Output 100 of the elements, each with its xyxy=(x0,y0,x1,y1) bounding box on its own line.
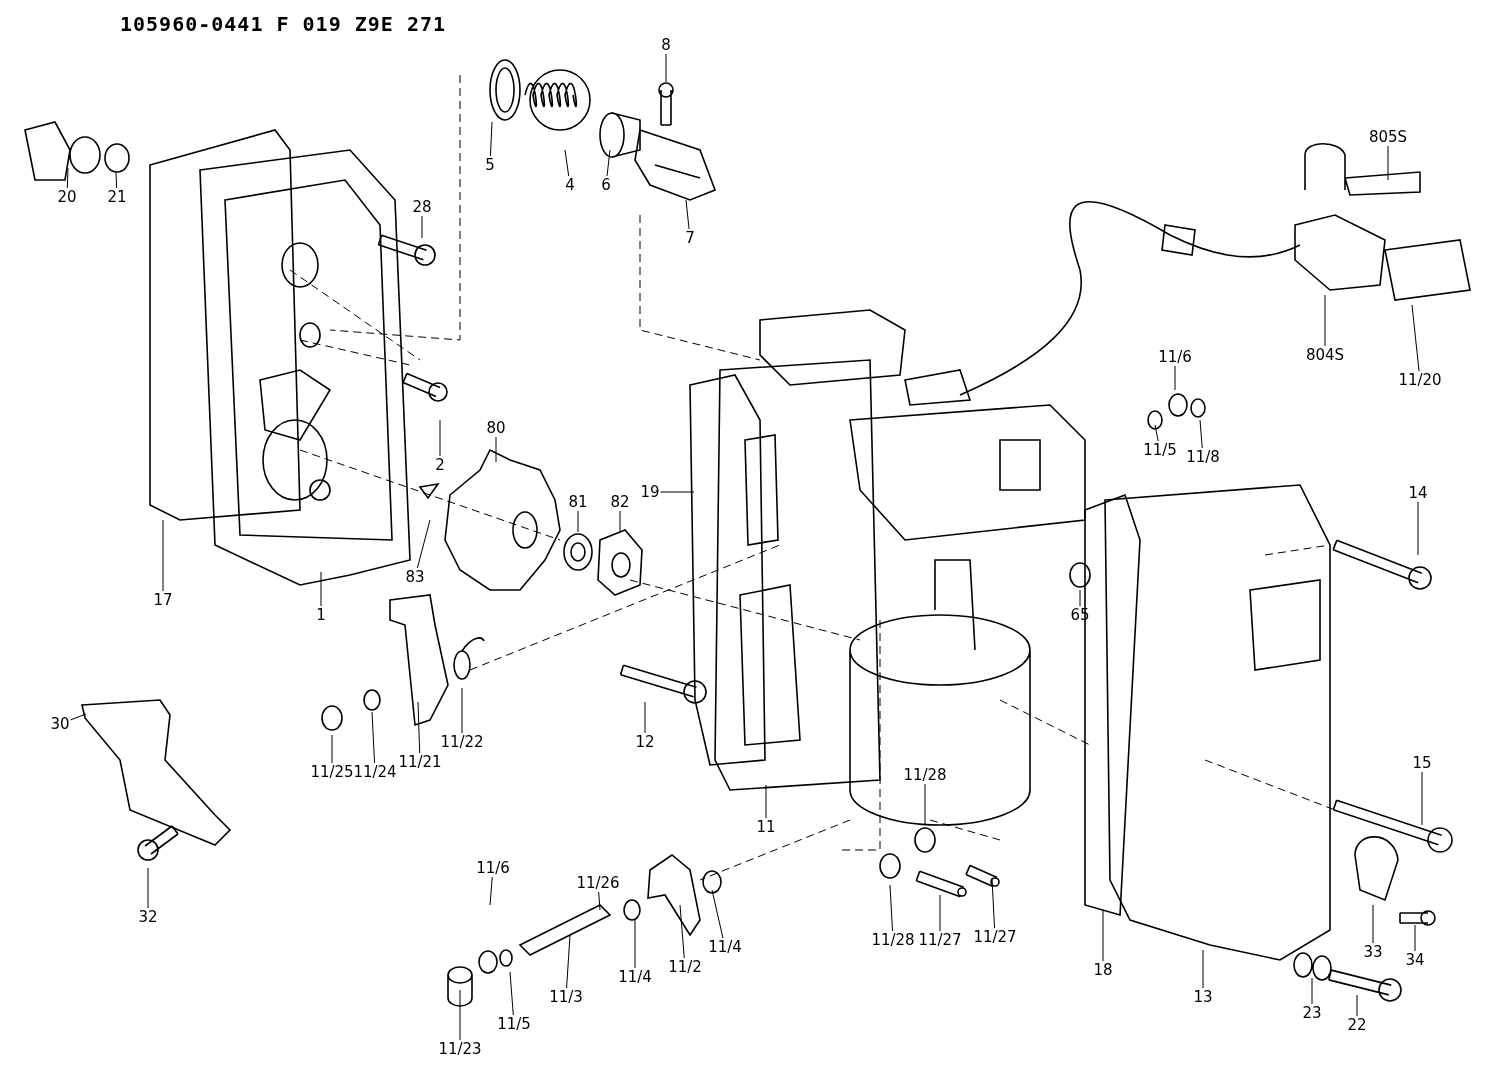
leader-line xyxy=(1372,904,1374,944)
leader-line xyxy=(598,891,601,911)
callout-number: 11/21 xyxy=(397,753,443,771)
callout-number: 34 xyxy=(1404,951,1426,969)
leader-line xyxy=(459,989,461,1041)
leader-line xyxy=(619,510,621,533)
leader-line xyxy=(162,519,164,592)
callout-number: 7 xyxy=(684,229,696,247)
leader-line xyxy=(577,510,579,533)
leader-line xyxy=(564,149,570,177)
callout-number: 15 xyxy=(1411,754,1433,772)
callout-number: 82 xyxy=(609,493,631,511)
callout-number: 11/2 xyxy=(667,958,703,976)
callout-number: 11/4 xyxy=(617,968,653,986)
callout-number: 6 xyxy=(600,176,612,194)
leader-line xyxy=(1202,949,1204,989)
callout-number: 5 xyxy=(484,156,496,174)
callout-number: 12 xyxy=(634,733,656,751)
callout-number: 11/25 xyxy=(309,763,355,781)
callout-number: 11/24 xyxy=(352,763,398,781)
leader-line xyxy=(439,419,441,457)
leader-line xyxy=(566,934,571,989)
callout-number: 11/4 xyxy=(707,938,743,956)
leader-line xyxy=(606,149,611,177)
callout-number: 11/22 xyxy=(439,733,485,751)
leader-line xyxy=(461,687,463,734)
leader-line xyxy=(1414,924,1416,952)
leader-line xyxy=(115,171,118,189)
callout-number: 1 xyxy=(315,606,327,624)
callout-number: 30 xyxy=(49,715,71,733)
callout-number: 4 xyxy=(564,176,576,194)
leader-line xyxy=(1411,304,1420,372)
callout-number: 14 xyxy=(1407,484,1429,502)
callout-number: 805S xyxy=(1367,128,1409,146)
callout-number: 11/23 xyxy=(437,1040,483,1058)
diagram-title: 105960-0441 F 019 Z9E 271 xyxy=(120,12,447,36)
leader-line xyxy=(1079,589,1081,607)
leader-line xyxy=(1417,501,1419,556)
callout-number: 11/27 xyxy=(972,928,1018,946)
leader-line xyxy=(421,215,423,239)
leader-line xyxy=(1387,145,1389,181)
callout-number: 11/28 xyxy=(902,766,948,784)
callout-number: 22 xyxy=(1346,1016,1368,1034)
leader-line xyxy=(417,701,421,754)
callout-number: 11/6 xyxy=(475,859,511,877)
callout-number: 17 xyxy=(152,591,174,609)
leader-line xyxy=(679,904,685,959)
leader-line xyxy=(1199,419,1203,449)
callout-number: 80 xyxy=(485,419,507,437)
leader-line xyxy=(685,199,690,230)
callout-number: 19 xyxy=(639,483,661,501)
leader-line xyxy=(1324,294,1326,347)
leader-line xyxy=(660,491,695,493)
callout-number: 11/8 xyxy=(1185,448,1221,466)
callout-number: 83 xyxy=(404,568,426,586)
callout-number: 18 xyxy=(1092,961,1114,979)
leader-line xyxy=(70,713,87,721)
leader-line xyxy=(66,167,69,189)
leader-line xyxy=(320,571,322,607)
callout-number: 11/3 xyxy=(548,988,584,1006)
callout-number: 11/20 xyxy=(1397,371,1443,389)
callout-number: 28 xyxy=(411,198,433,216)
leader-line xyxy=(765,784,767,819)
leader-line xyxy=(495,436,497,463)
leader-line xyxy=(1174,365,1176,391)
leader-line xyxy=(924,783,926,826)
leader-line xyxy=(634,919,636,969)
callout-number: 32 xyxy=(137,908,159,926)
leader-line xyxy=(1356,994,1358,1017)
leader-line xyxy=(711,889,724,939)
leader-line xyxy=(644,701,646,734)
leader-line xyxy=(1102,909,1104,962)
leader-line xyxy=(509,971,514,1016)
callout-number: 20 xyxy=(56,188,78,206)
leader-line xyxy=(416,519,431,569)
leader-line xyxy=(1421,771,1423,826)
callout-number: 13 xyxy=(1192,988,1214,1006)
callout-number: 11/27 xyxy=(917,931,963,949)
leader-line xyxy=(1154,424,1159,442)
callout-number: 11/5 xyxy=(496,1015,532,1033)
leader-line xyxy=(147,867,149,909)
callout-number: 81 xyxy=(567,493,589,511)
leader-line xyxy=(371,711,376,764)
leader-line xyxy=(889,884,893,932)
callout-number: 11 xyxy=(755,818,777,836)
leader-line xyxy=(939,894,941,932)
leader-line xyxy=(991,877,996,929)
leader-line xyxy=(331,734,333,764)
leader-line xyxy=(489,121,493,157)
callout-number: 2 xyxy=(434,456,446,474)
callout-number: 21 xyxy=(106,188,128,206)
callout-number: 11/28 xyxy=(870,931,916,949)
leader-line xyxy=(489,876,493,906)
callout-number: 11/6 xyxy=(1157,348,1193,366)
leader-line xyxy=(1311,977,1313,1005)
callout-number: 8 xyxy=(660,36,672,54)
callout-number: 11/26 xyxy=(575,874,621,892)
callout-number: 23 xyxy=(1301,1004,1323,1022)
callout-number: 804S xyxy=(1304,346,1346,364)
callout-number: 33 xyxy=(1362,943,1384,961)
